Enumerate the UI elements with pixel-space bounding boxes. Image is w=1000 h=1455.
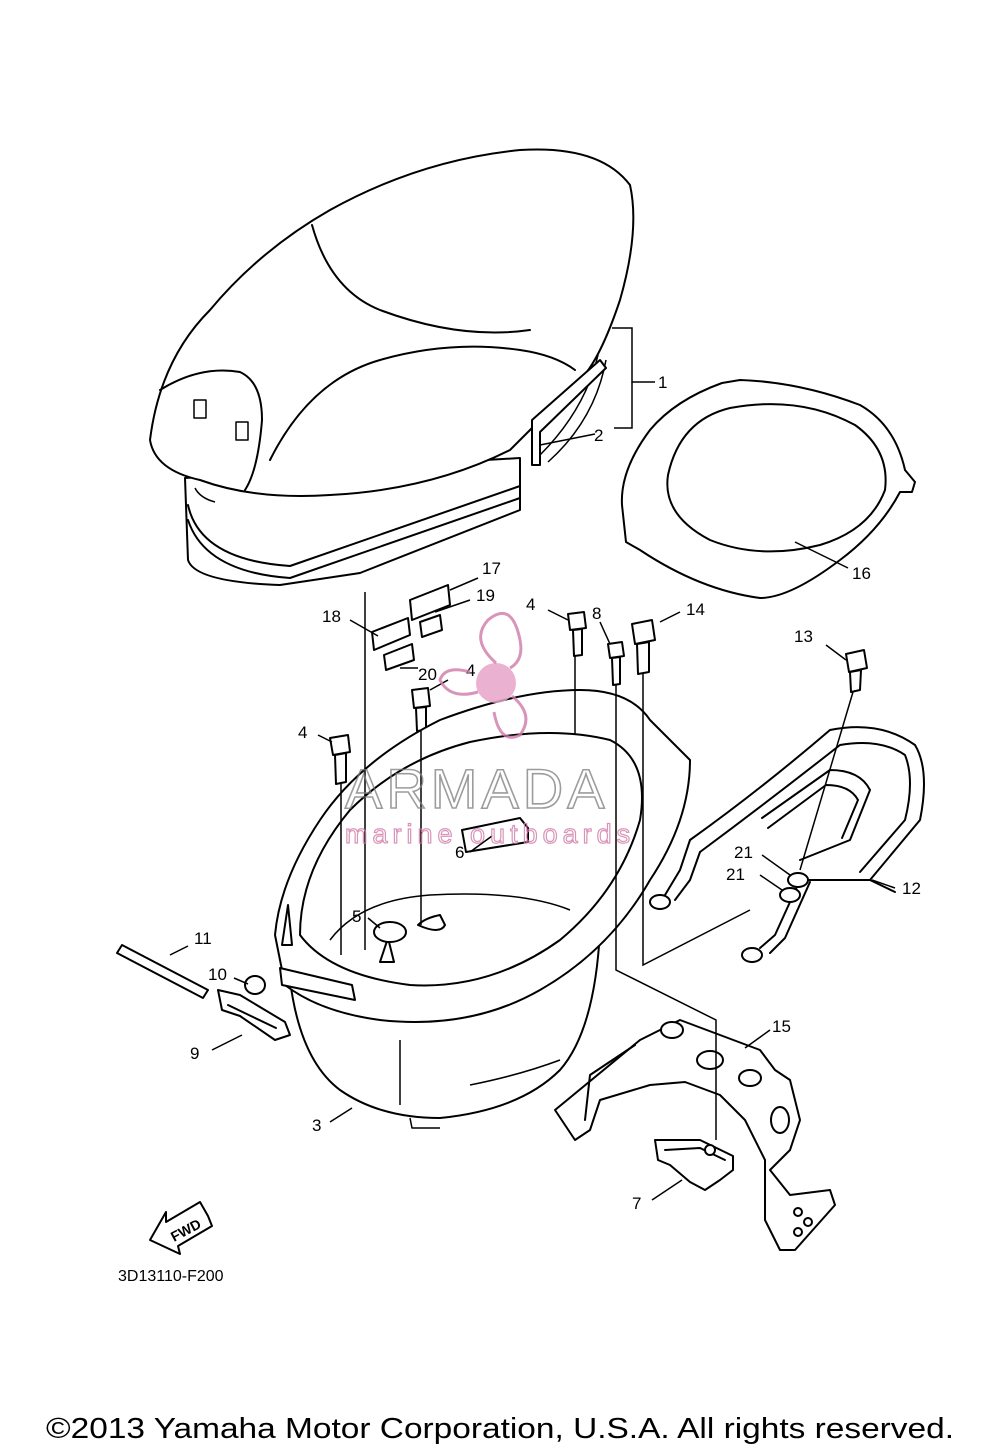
seat-strip-part (531, 359, 607, 466)
bracket-part (554, 1019, 836, 1251)
callout-10: 10 (208, 965, 227, 984)
callout-9: 9 (190, 1044, 199, 1063)
callout-17: 17 (482, 559, 501, 578)
callout-labels: 1 2 16 17 19 18 20 4 8 14 13 4 4 6 21 21… (190, 373, 921, 1213)
seat-part (149, 148, 635, 586)
callout-7: 7 (632, 1194, 641, 1213)
callout-4b: 4 (466, 661, 475, 680)
callout-20: 20 (418, 665, 437, 684)
watermark-logo-icon (438, 611, 528, 739)
seat-gasket-part (620, 379, 916, 599)
tray-part (461, 817, 529, 853)
alignment-lines (340, 592, 854, 1140)
callout-12: 12 (902, 879, 921, 898)
lock-part (654, 1139, 734, 1191)
callout-3: 3 (312, 1116, 321, 1135)
callout-6: 6 (455, 843, 464, 862)
diagram-code: 3D13110-F200 (118, 1268, 224, 1285)
callout-5: 5 (352, 907, 361, 926)
bolt-parts (329, 611, 868, 785)
callout-13: 13 (794, 627, 813, 646)
washer-part (779, 887, 801, 903)
watermark: ARMADA marine outboards (344, 611, 635, 850)
forward-arrow-icon: FWD (149, 1201, 213, 1255)
watermark-brand: ARMADA (345, 757, 609, 820)
callout-4c: 4 (298, 723, 307, 742)
washer-part (787, 872, 809, 888)
callout-15: 15 (772, 1017, 791, 1036)
sticker-parts (371, 584, 451, 671)
callout-leaders (169, 327, 896, 1201)
drain-fitting (417, 914, 446, 931)
hinge-parts (116, 944, 291, 1041)
callout-4a: 4 (526, 595, 535, 614)
callout-16: 16 (852, 564, 871, 583)
callout-8: 8 (592, 604, 601, 623)
callout-18: 18 (322, 607, 341, 626)
callout-2: 2 (594, 426, 603, 445)
cap-part (373, 921, 407, 943)
watermark-tagline: marine outboards (345, 819, 635, 849)
copyright-notice: ©2013 Yamaha Motor Corporation, U.S.A. A… (46, 1413, 954, 1445)
callout-21a: 21 (734, 843, 753, 862)
callout-1: 1 (658, 373, 667, 392)
callout-14: 14 (686, 600, 705, 619)
callout-19: 19 (476, 586, 495, 605)
rear-carrier-part (649, 726, 925, 963)
callout-11: 11 (194, 929, 212, 948)
callout-21b: 21 (726, 865, 745, 884)
